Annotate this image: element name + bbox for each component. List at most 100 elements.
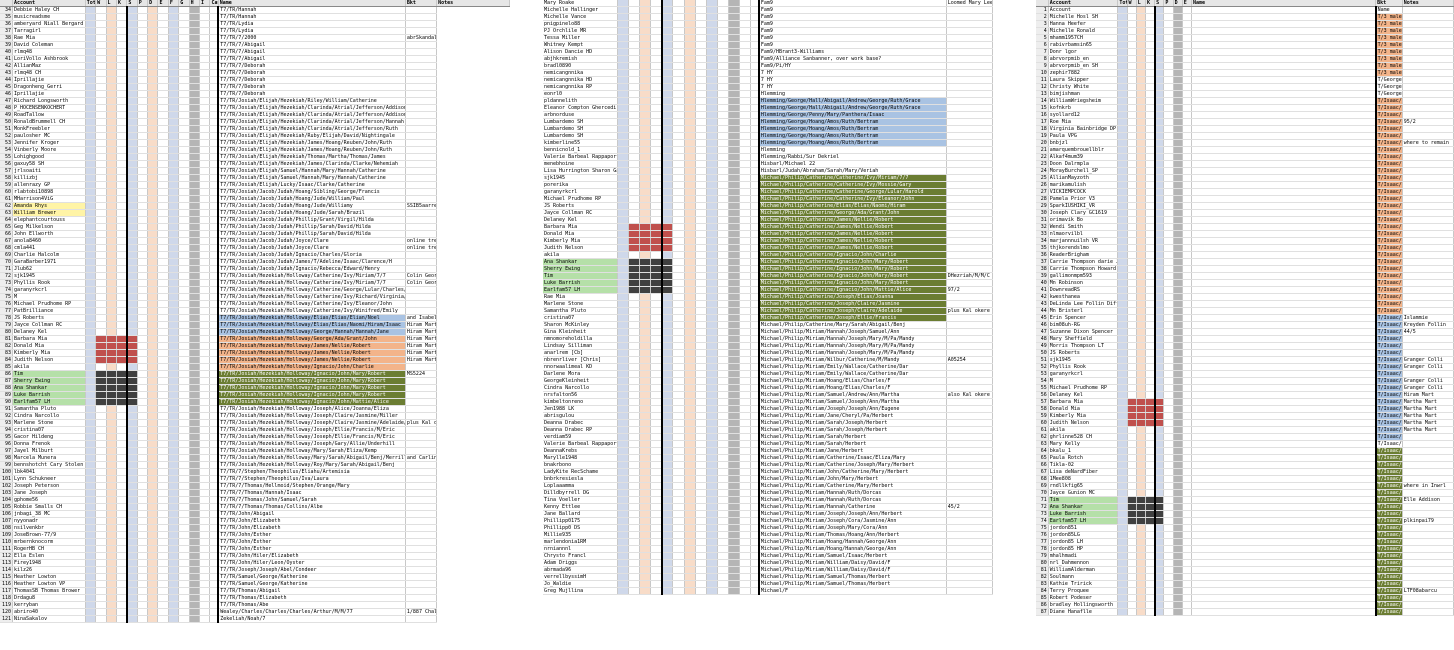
value-cell[interactable] bbox=[706, 41, 718, 49]
value-cell[interactable] bbox=[717, 342, 729, 350]
value-cell[interactable] bbox=[168, 76, 180, 84]
row-number[interactable]: 98 bbox=[0, 454, 13, 462]
value-cell[interactable] bbox=[739, 216, 751, 224]
marker-cell[interactable] bbox=[1191, 594, 1377, 602]
value-cell[interactable] bbox=[199, 419, 211, 427]
value-cell[interactable] bbox=[717, 286, 729, 294]
value-cell[interactable] bbox=[147, 104, 159, 112]
value-cell[interactable] bbox=[168, 6, 180, 14]
marker-cell[interactable] bbox=[209, 286, 220, 294]
value-cell[interactable] bbox=[717, 405, 729, 413]
value-cell[interactable] bbox=[178, 412, 190, 420]
value-cell[interactable] bbox=[1117, 580, 1128, 588]
value-cell[interactable] bbox=[126, 608, 138, 616]
value-cell[interactable] bbox=[1145, 307, 1156, 315]
value-cell[interactable] bbox=[168, 55, 180, 63]
value-cell[interactable] bbox=[147, 587, 159, 595]
value-cell[interactable] bbox=[639, 447, 652, 455]
value-cell[interactable] bbox=[728, 153, 740, 161]
value-cell[interactable] bbox=[706, 160, 718, 168]
value-cell[interactable] bbox=[199, 349, 211, 357]
notes-cell[interactable] bbox=[1402, 174, 1454, 182]
value-cell[interactable] bbox=[168, 139, 180, 147]
value-cell[interactable] bbox=[157, 132, 169, 140]
value-cell[interactable] bbox=[717, 265, 729, 273]
value-cell[interactable] bbox=[650, 433, 663, 441]
value-cell[interactable] bbox=[639, 440, 652, 448]
value-cell[interactable] bbox=[1163, 90, 1174, 98]
value-cell[interactable] bbox=[1154, 496, 1165, 504]
value-cell[interactable] bbox=[137, 209, 149, 217]
account-cell[interactable]: lbk4041 bbox=[12, 468, 86, 476]
value-cell[interactable] bbox=[739, 0, 751, 7]
value-cell[interactable] bbox=[1182, 55, 1192, 63]
value-cell[interactable] bbox=[628, 34, 641, 42]
value-cell[interactable] bbox=[728, 412, 740, 420]
row-number[interactable]: 67 bbox=[1036, 468, 1049, 476]
value-cell[interactable] bbox=[739, 125, 751, 133]
value-cell[interactable] bbox=[178, 482, 190, 490]
account-cell[interactable]: Michael Prudhome RP bbox=[12, 300, 86, 308]
value-cell[interactable] bbox=[137, 447, 149, 455]
value-cell[interactable] bbox=[106, 566, 117, 574]
notes-cell[interactable] bbox=[946, 69, 993, 77]
value-cell[interactable] bbox=[189, 587, 201, 595]
account-cell[interactable]: GaraBarber1971 bbox=[12, 258, 86, 266]
account-cell[interactable]: LadyKite RecSchame bbox=[543, 468, 619, 476]
value-cell[interactable] bbox=[684, 41, 696, 49]
value-cell[interactable] bbox=[1173, 34, 1183, 42]
value-cell[interactable] bbox=[85, 216, 97, 224]
value-cell[interactable] bbox=[617, 153, 630, 161]
value-cell[interactable] bbox=[1127, 160, 1137, 168]
account-cell[interactable]: pldannelith bbox=[543, 97, 619, 105]
value-cell[interactable] bbox=[628, 272, 641, 280]
value-cell[interactable] bbox=[1127, 482, 1137, 490]
value-cell[interactable] bbox=[1117, 230, 1128, 238]
value-cell[interactable] bbox=[95, 55, 107, 63]
value-cell[interactable] bbox=[617, 83, 630, 91]
value-cell[interactable] bbox=[1182, 223, 1192, 231]
lineage-cell[interactable]: T7/TR/Josiah/Elijah/Hezekiah/Clarinda/At… bbox=[218, 111, 406, 119]
value-cell[interactable] bbox=[1117, 90, 1128, 98]
value-cell[interactable] bbox=[628, 167, 641, 175]
value-cell[interactable] bbox=[739, 160, 751, 168]
value-cell[interactable] bbox=[1136, 510, 1146, 518]
account-cell[interactable]: John Ellworth bbox=[12, 230, 86, 238]
marker-cell[interactable] bbox=[209, 181, 220, 189]
value-cell[interactable] bbox=[85, 419, 97, 427]
value-cell[interactable] bbox=[95, 398, 107, 406]
value-cell[interactable] bbox=[739, 482, 751, 490]
value-cell[interactable] bbox=[1117, 286, 1128, 294]
value-cell[interactable] bbox=[199, 97, 211, 105]
value-cell[interactable] bbox=[672, 104, 685, 112]
marker-cell[interactable] bbox=[209, 517, 220, 525]
value-cell[interactable] bbox=[126, 384, 138, 392]
lineage-cell[interactable]: T7/TR/7/Deborah bbox=[218, 76, 406, 84]
row-number[interactable]: 1 bbox=[1036, 6, 1049, 14]
marker-cell[interactable] bbox=[209, 545, 220, 553]
value-cell[interactable] bbox=[628, 321, 641, 329]
value-cell[interactable] bbox=[1163, 398, 1174, 406]
value-cell[interactable] bbox=[199, 321, 211, 329]
value-cell[interactable] bbox=[628, 216, 641, 224]
value-cell[interactable] bbox=[628, 524, 641, 532]
value-cell[interactable] bbox=[168, 272, 180, 280]
value-cell[interactable] bbox=[639, 167, 652, 175]
value-cell[interactable] bbox=[739, 454, 751, 462]
value-cell[interactable] bbox=[168, 496, 180, 504]
account-cell[interactable]: abriro40 bbox=[12, 608, 86, 616]
value-cell[interactable] bbox=[1154, 272, 1165, 280]
account-cell[interactable]: rlabtobi10898 bbox=[12, 188, 86, 196]
column-header[interactable]: Tot bbox=[85, 0, 97, 7]
marker-cell[interactable] bbox=[1191, 419, 1377, 427]
marker-cell[interactable] bbox=[1191, 608, 1377, 616]
value-cell[interactable] bbox=[617, 139, 630, 147]
value-cell[interactable] bbox=[672, 181, 685, 189]
account-cell[interactable]: Jlub62 bbox=[12, 265, 86, 273]
value-cell[interactable] bbox=[695, 20, 707, 28]
value-cell[interactable] bbox=[739, 328, 751, 336]
value-cell[interactable] bbox=[95, 475, 107, 483]
value-cell[interactable] bbox=[106, 69, 117, 77]
value-cell[interactable] bbox=[1163, 34, 1174, 42]
value-cell[interactable] bbox=[1136, 356, 1146, 364]
